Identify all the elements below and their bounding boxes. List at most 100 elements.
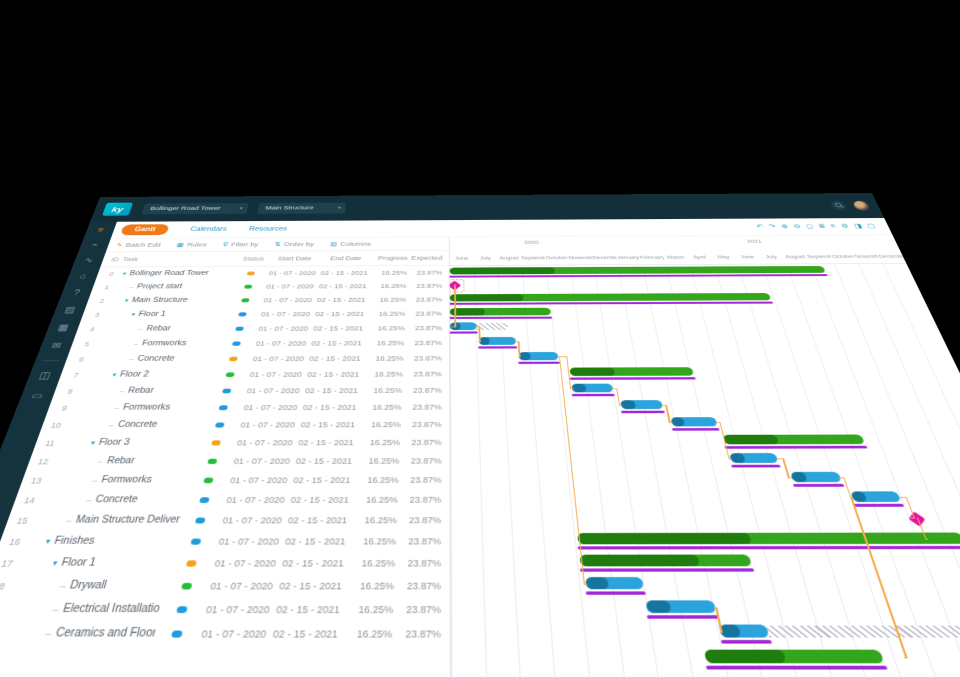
expand-chevron-icon[interactable]: ▾: [44, 536, 52, 546]
redo-icon[interactable]: ↷: [767, 223, 777, 230]
home-icon[interactable]: ⌂: [78, 271, 88, 281]
gantt-bar[interactable]: [569, 367, 695, 376]
expand-chevron-icon[interactable]: ▾: [123, 297, 130, 304]
column-header-progress[interactable]: Progress: [377, 254, 408, 262]
gantt-bar[interactable]: [645, 600, 717, 613]
expand-chevron-icon[interactable]: ▾: [51, 558, 59, 568]
mail-icon[interactable]: ✉: [49, 340, 63, 351]
gantt-bar[interactable]: [576, 532, 960, 545]
hamburger-menu-icon[interactable]: ≡: [96, 225, 105, 234]
column-header-task[interactable]: Task: [121, 256, 140, 263]
gantt-bar[interactable]: [704, 649, 885, 664]
expand-chevron-icon[interactable]: ▾: [130, 311, 137, 318]
filter-by-button[interactable]: ∇Filter by: [222, 241, 260, 248]
month-label: December: [591, 254, 617, 260]
undo-icon[interactable]: ↶: [755, 223, 765, 230]
gantt-bar[interactable]: [729, 453, 779, 463]
gantt-bar[interactable]: [449, 292, 772, 302]
settings-gear-icon[interactable]: ⚙: [840, 223, 851, 230]
zoom-in-icon[interactable]: ⊕: [780, 223, 790, 230]
zoom-fit-icon[interactable]: ◻: [805, 223, 815, 230]
board-icon[interactable]: ▦: [56, 322, 71, 333]
gantt-bar[interactable]: [670, 417, 718, 427]
tree-leaf-dash: –: [107, 420, 116, 430]
status-dot: [180, 582, 192, 589]
start-date: 01 - 07 - 2020: [243, 403, 298, 412]
task-name: Drywall: [68, 579, 108, 592]
tab-gantt[interactable]: Gantt: [119, 224, 170, 236]
gantt-bar[interactable]: [449, 265, 826, 275]
progress-value: 16.25%: [381, 269, 408, 276]
collapse-all-icon[interactable]: ≡: [829, 223, 838, 230]
gantt-bar[interactable]: [518, 351, 559, 361]
gantt-bar[interactable]: [722, 434, 866, 445]
progress-value: 16.25%: [378, 310, 406, 317]
activity-chart-icon[interactable]: ∿: [83, 255, 95, 265]
batch-edit-button[interactable]: ✎Batch Edit: [115, 241, 162, 249]
tab-resources[interactable]: Resources: [248, 225, 288, 233]
archive-icon[interactable]: ▭: [30, 389, 45, 402]
search-icon[interactable]: [829, 200, 848, 211]
tree-leaf-dash: –: [84, 495, 93, 505]
expected-value: 23.87%: [408, 514, 442, 525]
zoom-out-icon[interactable]: ⊖: [792, 223, 802, 230]
rules-button[interactable]: ▦Rules: [176, 241, 208, 248]
gantt-bar[interactable]: [579, 554, 752, 567]
column-header-start-date[interactable]: Start Date: [277, 255, 312, 262]
gantt-bar[interactable]: [584, 577, 645, 590]
gantt-bar[interactable]: [449, 307, 551, 316]
avatar[interactable]: [851, 200, 872, 211]
dependency-connector: [842, 476, 851, 497]
year-label: 2020: [523, 239, 539, 245]
progress-value: 16.25%: [365, 494, 398, 505]
split-view-icon[interactable]: ◨: [852, 223, 864, 230]
task-name-cell: –Ceramics and Flooring: [0, 627, 156, 640]
expand-chevron-icon[interactable]: ▾: [89, 438, 97, 447]
column-header-end-date[interactable]: End Date: [329, 255, 362, 262]
expand-chevron-icon[interactable]: ▾: [121, 270, 128, 277]
gantt-bar[interactable]: [478, 336, 517, 345]
expand-chevron-icon[interactable]: ▾: [111, 371, 118, 379]
gantt-bar[interactable]: [849, 491, 902, 502]
help-icon[interactable]: ?: [72, 288, 82, 298]
project-select[interactable]: Bollinger Road Tower▾: [141, 203, 249, 215]
report-icon[interactable]: ▤: [63, 304, 77, 315]
column-header-id[interactable]: ID: [110, 256, 120, 263]
column-header-status[interactable]: Status: [242, 255, 265, 262]
link-icon[interactable]: ⌁: [90, 240, 100, 249]
fullscreen-icon[interactable]: ▢: [866, 223, 877, 230]
gantt-bar[interactable]: [719, 624, 769, 638]
module-select[interactable]: Main Structure▾: [257, 202, 347, 214]
column-header-expected[interactable]: Expected: [411, 254, 443, 262]
status-dot: [218, 404, 228, 410]
gantt-bar[interactable]: [571, 383, 614, 393]
columns-button[interactable]: ▥Columns: [329, 240, 372, 248]
order-by-button[interactable]: ⇅Order by: [274, 240, 315, 248]
gantt-bar[interactable]: [790, 471, 843, 483]
layers-icon[interactable]: ◫: [37, 369, 53, 381]
tab-calendars[interactable]: Calendars: [189, 226, 228, 233]
expand-all-icon[interactable]: ≣: [817, 223, 827, 230]
gantt-bar[interactable]: [620, 400, 664, 410]
